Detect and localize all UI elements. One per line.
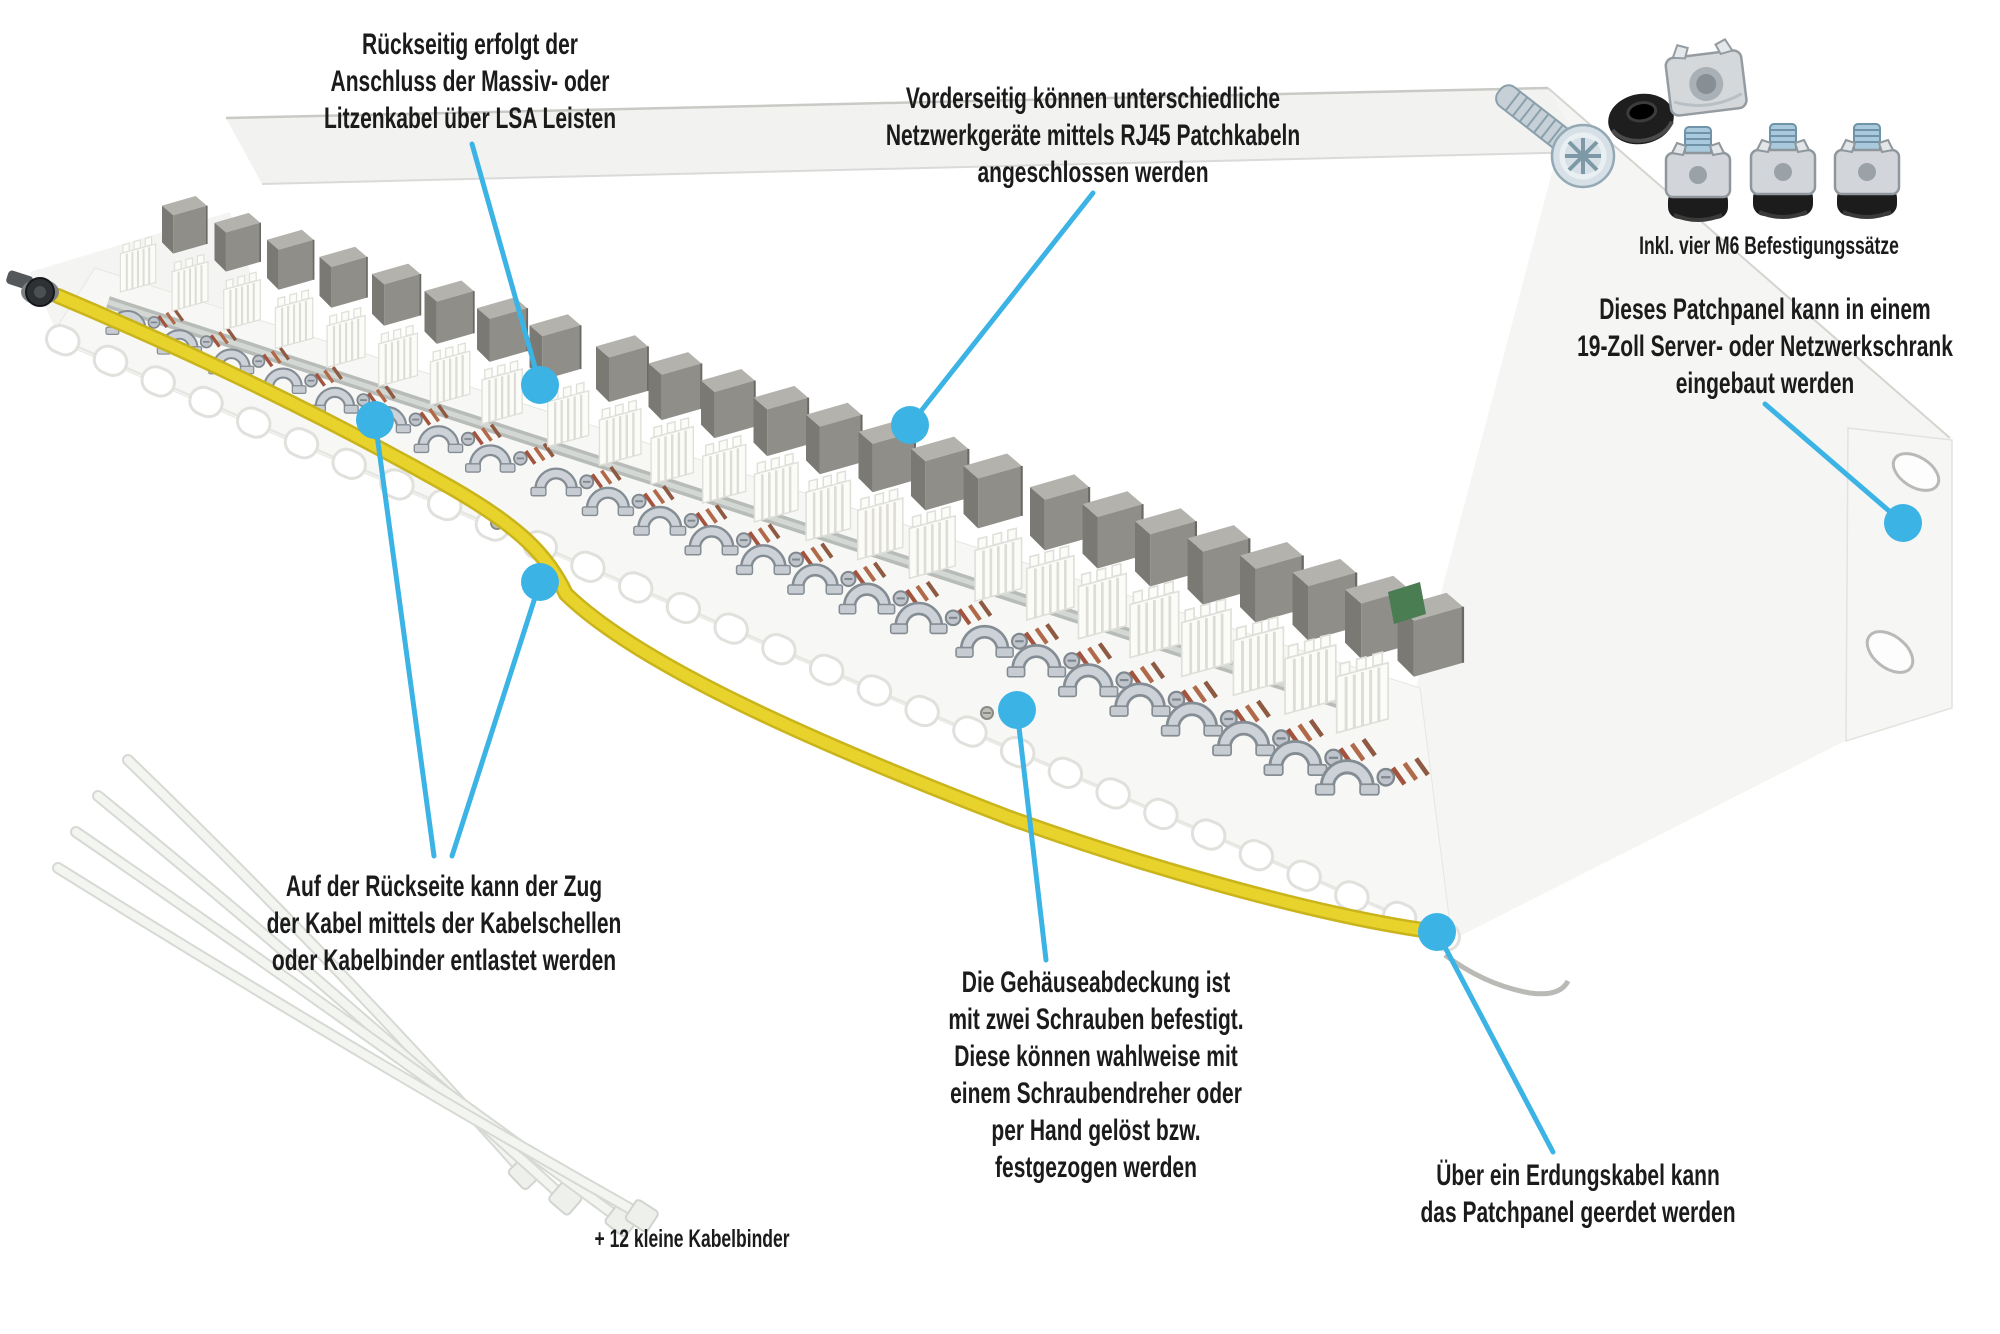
m6-fastener-assembled [1664,122,1901,222]
m6-cage-nut-icon [1664,38,1748,117]
annotation-cable-ties: + 12 kleine Kabelbinder [594,1225,790,1253]
callout-line-strain-relief-a [372,417,437,859]
pcb-edge [1388,582,1426,624]
callout-dot-rack-mount [1884,504,1922,542]
annotation-cover-screws: Die Gehäuseabdeckung ist mit zwei Schrau… [948,966,1244,1184]
m6-screw-icon [1495,84,1616,189]
annotation-rack-mount: Dieses Patchpanel kann in einem 19-Zoll … [1577,293,1953,400]
cable-ties [52,754,659,1238]
callout-dot-rear-lsa [521,366,559,404]
callout-line-rack-mount [1762,401,1906,526]
callout-line-rear-lsa [469,141,543,388]
callout-line-front-rj45 [907,190,1096,428]
annotation-rear-lsa: Rückseitig erfolgt der Anschluss der Mas… [323,28,617,135]
callout-dot-cover-screws [998,691,1036,729]
cable-tie [52,862,659,1233]
callout-line-grounding [1434,929,1556,1155]
callout-dot-grounding [1418,913,1456,951]
callout-dot-strain-relief-b [521,563,559,601]
callout-line-strain-relief-b [449,579,543,859]
callout-dot-strain-relief-a [356,401,394,439]
strain-relief-comb [45,324,1461,952]
grounding-cable [50,288,1571,997]
rack-ear [1845,427,1953,743]
rack-ear-hole [1865,452,1941,674]
annotation-front-rj45: Vorderseitig können unterschiedliche Net… [885,82,1301,189]
m6-washer-icon [1608,93,1674,145]
rj45-shield-lsa-row [106,195,1465,795]
callout-lines [372,141,1906,1155]
cable-tie [92,790,583,1216]
callout-dot-front-rj45 [891,406,929,444]
m6-mounting-kit [1495,38,1901,222]
earthing-stud-icon [6,270,59,307]
annotation-mounting-kit: Inkl. vier M6 Befestigungssätze [1639,232,1899,260]
callout-line-cover-screws [1014,707,1049,963]
callout-dots [356,366,1922,951]
annotation-grounding: Über ein Erdungskabel kann das Patchpane… [1420,1159,1736,1229]
annotation-strain-relief: Auf der Rückseite kann der Zug der Kabel… [266,870,622,977]
